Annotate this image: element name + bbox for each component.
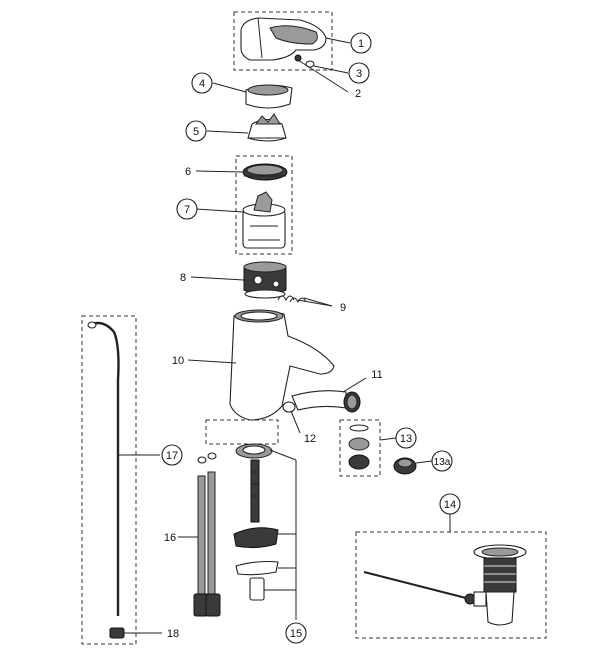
svg-text:10: 10 (172, 355, 184, 367)
callout-7: 7 (176, 198, 198, 220)
pop-up-rod (87, 321, 120, 616)
retaining-clips (277, 295, 307, 304)
callout-13: 13 (395, 427, 417, 449)
svg-text:1: 1 (358, 38, 364, 50)
callout-12: 12 (304, 433, 316, 445)
callout-13a: 13a (431, 450, 453, 472)
svg-text:11: 11 (371, 369, 382, 381)
svg-text:9: 9 (340, 302, 346, 314)
svg-text:5: 5 (193, 126, 199, 138)
callout-9: 9 (340, 302, 346, 314)
handle-assembly (233, 11, 333, 71)
callout-6: 6 (185, 166, 191, 178)
callout-15: 15 (285, 622, 307, 644)
aerator-parts (339, 419, 381, 477)
svg-text:4: 4 (199, 78, 205, 90)
svg-text:3: 3 (356, 68, 362, 80)
callout-18: 18 (167, 628, 179, 640)
callout-11: 11 (371, 369, 382, 381)
cover-cap (245, 84, 293, 109)
callout-5: 5 (185, 120, 207, 142)
svg-text:17: 17 (166, 450, 178, 462)
svg-text:8: 8 (180, 272, 186, 284)
svg-text:2: 2 (355, 88, 361, 100)
fixing-set (233, 443, 279, 601)
callout-17: 17 (161, 444, 183, 466)
callout-4: 4 (191, 72, 213, 94)
braided-hoses (193, 452, 221, 617)
callout-16: 16 (164, 532, 176, 544)
adapter (247, 113, 287, 142)
cartridge (242, 191, 286, 249)
svg-text:13a: 13a (434, 457, 451, 468)
waste-drain (363, 544, 527, 626)
callout-14: 14 (439, 493, 461, 515)
callout-3: 3 (348, 62, 370, 84)
aerator-insert (393, 457, 417, 475)
spout-extension (291, 390, 361, 413)
callout-2: 2 (355, 88, 361, 100)
svg-text:12: 12 (304, 433, 316, 445)
svg-text:14: 14 (444, 499, 456, 511)
svg-text:16: 16 (164, 532, 176, 544)
svg-text:18: 18 (167, 628, 179, 640)
rod-nut (109, 627, 125, 639)
body-insert (243, 261, 287, 299)
callout-1: 1 (350, 32, 372, 54)
cartridge-nut (242, 163, 288, 181)
svg-text:15: 15 (290, 628, 302, 640)
faucet-body (229, 309, 335, 421)
callout-10: 10 (172, 355, 184, 367)
svg-text:7: 7 (184, 204, 190, 216)
callout-8: 8 (180, 272, 186, 284)
o-ring (282, 401, 296, 413)
svg-text:13: 13 (400, 433, 412, 445)
svg-text:6: 6 (185, 166, 191, 178)
